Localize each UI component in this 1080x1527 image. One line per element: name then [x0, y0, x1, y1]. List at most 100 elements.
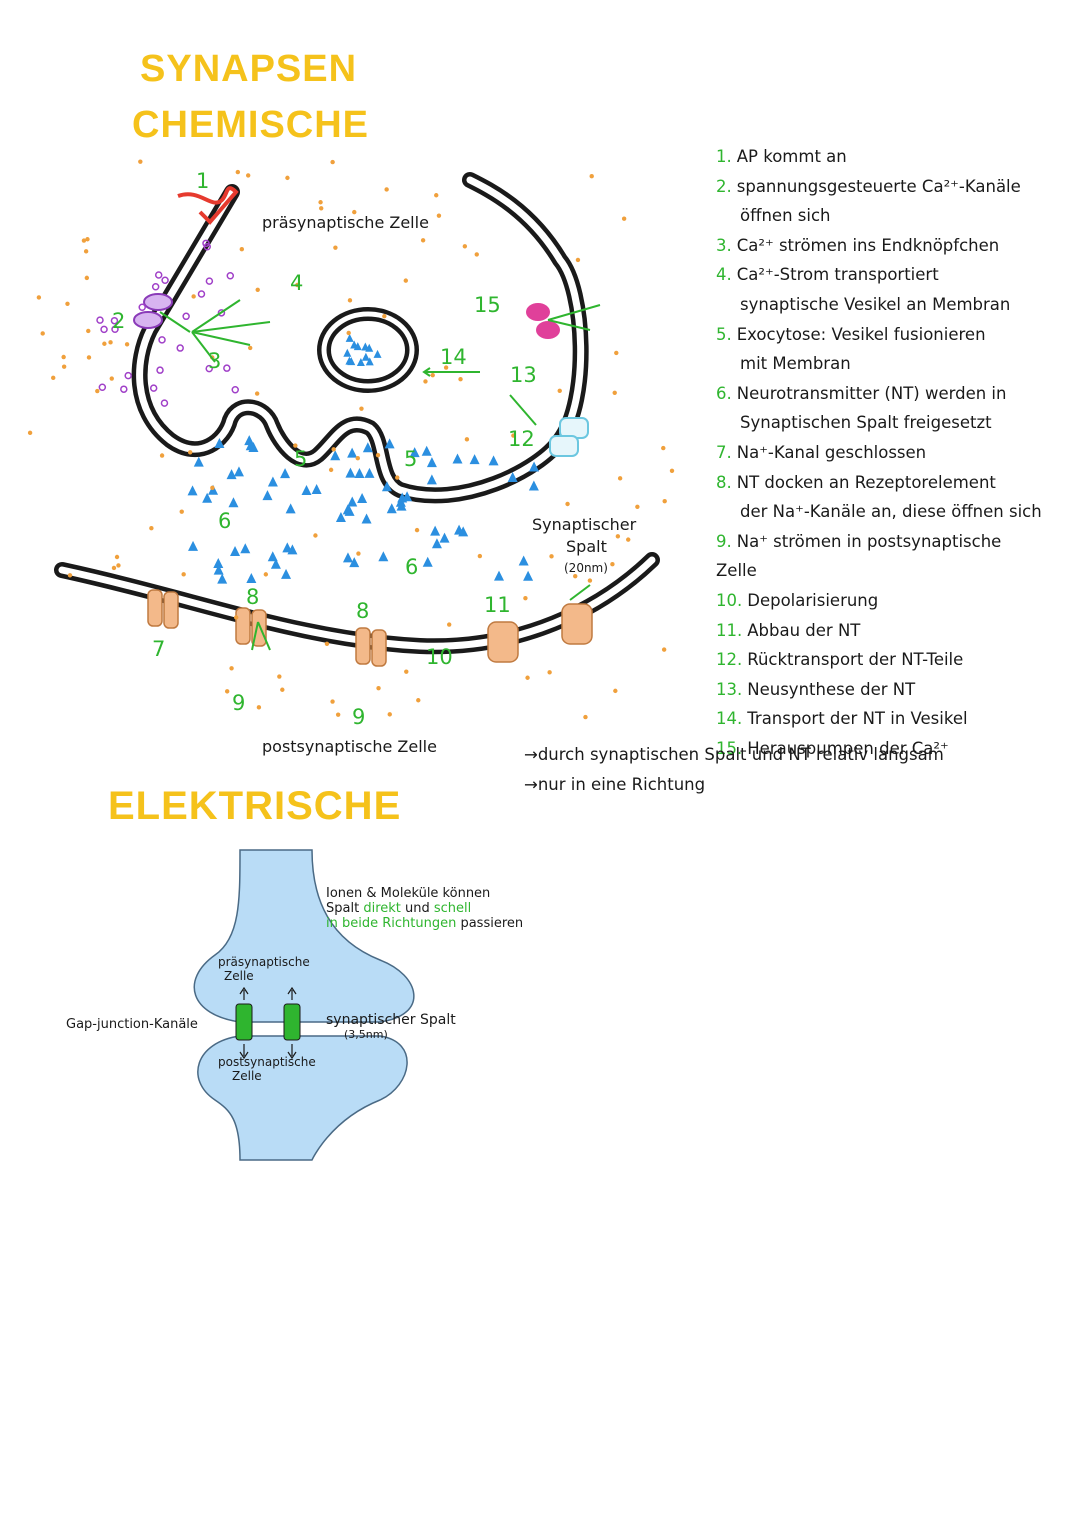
neurotransmitter-mark — [378, 551, 389, 562]
ion-mark — [331, 447, 336, 452]
neurotransmitter-mark — [202, 492, 213, 503]
ion-mark — [210, 485, 215, 491]
calcium-mark — [149, 384, 158, 392]
step-13: 13.Neusynthese der NT — [716, 679, 916, 699]
neurotransmitter-mark — [452, 453, 463, 464]
ion-mark — [462, 244, 468, 249]
title-elektrische: ELEKTRISCHE — [108, 784, 402, 828]
neurotransmitter-mark — [214, 437, 225, 448]
ion-mark — [61, 354, 66, 360]
ion-mark — [36, 295, 42, 300]
neurotransmitter-mark — [285, 503, 296, 514]
marker-2: 2 — [112, 309, 125, 333]
summary-notes: →durch synaptischen Spalt und NT relativ… — [524, 740, 944, 800]
neurotransmitter-mark — [281, 568, 292, 579]
neurotransmitter-mark — [342, 552, 353, 563]
ion-mark — [355, 456, 360, 461]
ion-mark — [359, 406, 364, 411]
neurotransmitter-mark — [345, 467, 356, 478]
neurotransmitter-mark — [245, 440, 256, 451]
ion-mark — [254, 391, 260, 396]
ion-mark — [95, 388, 100, 394]
calcium-mark — [120, 385, 128, 393]
ion-mark — [109, 376, 114, 381]
neurotransmitter-mark — [244, 435, 255, 446]
ion-mark — [285, 175, 290, 181]
ion-mark — [84, 275, 90, 281]
cleft-width: (20nm) — [564, 561, 608, 575]
calcium-mark — [98, 383, 107, 391]
el-presynaptic-label-2: Zelle — [224, 969, 254, 983]
calcium-mark — [231, 385, 239, 394]
step-5: 5.Exocytose: Vesikel fusionieren — [716, 324, 986, 344]
ion-mark — [235, 169, 241, 175]
vesicle-nt-mark — [350, 340, 359, 349]
step-8: 8.NT docken an Rezeptorelement — [716, 472, 996, 492]
step-3: 3.Ca²⁺ strömen ins Endknöpfchen — [716, 235, 1000, 255]
ion-mark — [404, 669, 409, 674]
presynaptic-cell-shape — [193, 849, 415, 1023]
ion-mark — [61, 364, 67, 369]
calcium-mark — [223, 364, 231, 372]
neurotransmitter-mark — [226, 469, 237, 480]
neurotransmitter-mark — [267, 551, 278, 562]
neurotransmitter-mark — [421, 445, 432, 456]
vesicle-nt-mark — [373, 349, 382, 358]
ion-mark — [477, 553, 483, 559]
ion-mark — [523, 595, 528, 601]
neurotransmitter-mark — [280, 468, 291, 479]
calcium-mark — [100, 325, 108, 334]
neurotransmitter-mark — [262, 490, 273, 501]
calcium-mark — [197, 290, 206, 298]
ion-mark — [662, 498, 667, 504]
calcium-mark — [205, 277, 214, 285]
ion-mark — [614, 350, 619, 356]
note-2: →nur in eine Richtung — [524, 775, 706, 794]
ion-mark — [86, 328, 91, 334]
neurotransmitter-mark — [395, 496, 406, 507]
ion-mark — [376, 685, 381, 691]
neurotransmitter-mark — [347, 447, 358, 458]
ion-mark — [102, 341, 107, 346]
marker-8b: 8 — [356, 599, 369, 623]
calcium-mark — [111, 325, 119, 334]
ion-mark — [549, 554, 554, 559]
step-markers: 1 2 3 4 5 5 6 6 7 8 8 9 9 10 11 12 13 14… — [112, 169, 537, 729]
step-2: 2.spannungsgesteuerte Ca²⁺-Kanäle — [716, 176, 1021, 196]
step-5-cont: mit Membran — [740, 354, 851, 374]
ion-mark — [138, 159, 143, 164]
marker-5a: 5 — [294, 447, 307, 471]
ion-mark — [414, 527, 420, 533]
marker-5b: 5 — [404, 447, 417, 471]
gap-junction-channels — [235, 1003, 301, 1041]
neurotransmitter-mark — [488, 455, 499, 466]
neurotransmitter-mark — [188, 540, 199, 551]
step-7: 7.Na⁺-Kanal geschlossen — [716, 442, 927, 462]
el-cleft-label: synaptischer Spalt — [326, 1012, 456, 1028]
cleft-label-2: Spalt — [566, 537, 607, 556]
step-2-cont: öffnen sich — [740, 206, 831, 226]
ion-mark — [111, 565, 117, 571]
ion-mark — [333, 245, 338, 250]
ion-mark — [40, 331, 45, 336]
ion-mark — [613, 688, 618, 694]
marker-9b: 9 — [352, 705, 365, 729]
step-6: 6.Neurotransmitter (NT) werden in — [716, 383, 1007, 403]
ion-mark — [67, 573, 73, 578]
ion-mark — [547, 670, 552, 675]
neurotransmitter-mark — [349, 557, 360, 568]
neurotransmitter-mark — [523, 570, 534, 581]
ion-mark — [187, 450, 193, 455]
ion-mark — [423, 379, 428, 384]
ion-mark — [669, 468, 675, 473]
marker-6a: 6 — [218, 509, 231, 533]
marker-9a: 9 — [232, 691, 245, 715]
marker-7: 7 — [152, 637, 165, 661]
calcium-mark — [124, 371, 132, 380]
ion-mark — [420, 238, 426, 243]
ion-mark — [247, 345, 253, 351]
neurotransmitter-mark — [454, 524, 465, 535]
ion-mark — [612, 390, 617, 395]
ion-mark — [615, 534, 621, 539]
